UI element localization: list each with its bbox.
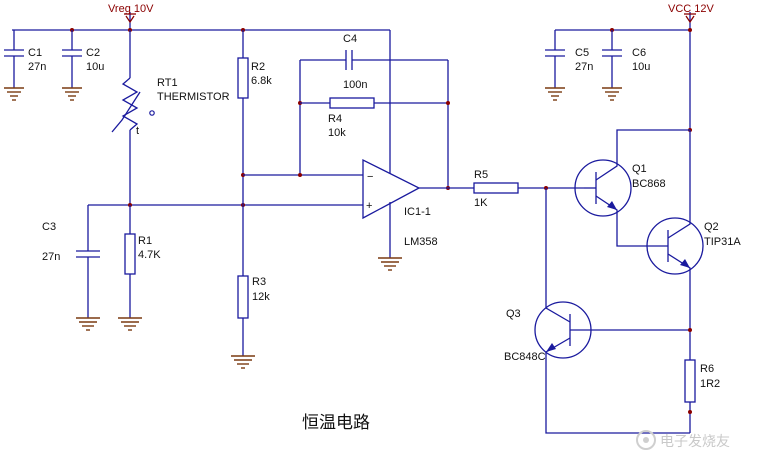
thermistor-rt1 [111, 30, 155, 205]
capacitor-c6 [602, 30, 622, 101]
r3-value: 12k [252, 291, 270, 303]
q2-value: TIP31A [704, 236, 741, 248]
vreg-label: Vreg 10V [108, 3, 154, 15]
q1-value: BC868 [632, 178, 666, 190]
transistor-q2 [646, 130, 704, 360]
watermark-logo [636, 430, 656, 450]
r3-ref: R3 [252, 276, 266, 288]
c3-value: 27n [42, 251, 60, 263]
transistor-q1 [574, 129, 690, 247]
transistor-q3 [534, 188, 692, 434]
opamp-minus-sign: − [367, 171, 373, 183]
ic1-ref: IC1-1 [404, 206, 431, 218]
rt1-value: THERMISTOR [157, 91, 230, 103]
watermark-text: 电子发烧友 [660, 434, 730, 450]
opamp-ic1 [362, 30, 448, 271]
r4-value: 10k [328, 127, 346, 139]
resistor-r3 [231, 275, 255, 369]
c1-value: 27n [28, 61, 46, 73]
q1-ref: Q1 [632, 163, 647, 175]
r6-ref: R6 [700, 363, 714, 375]
inverting-input-wire [243, 60, 363, 177]
diagram-caption: 恒温电路 [302, 413, 370, 433]
r1-value: 4.7K [138, 249, 161, 261]
vcc-label: VCC 12V [668, 3, 715, 15]
resistor-r2 [237, 30, 249, 276]
c2-value: 10u [86, 61, 104, 73]
r5-value: 1K [474, 197, 488, 209]
capacitor-c4 [300, 50, 448, 70]
c3-ref: C3 [42, 221, 56, 233]
c6-value: 10u [632, 61, 650, 73]
c1-ref: C1 [28, 47, 42, 59]
opamp-plus-sign: + [366, 200, 372, 212]
r2-ref: R2 [251, 61, 265, 73]
rt1-ref: RT1 [157, 77, 178, 89]
vreg-rail [12, 12, 390, 32]
q3-ref: Q3 [506, 308, 521, 320]
c5-ref: C5 [575, 47, 589, 59]
capacitor-c1 [4, 30, 24, 101]
ic1-value: LM358 [404, 236, 438, 248]
capacitor-c5 [545, 30, 565, 101]
r6-value: 1R2 [700, 378, 720, 390]
r4-ref: R4 [328, 113, 342, 125]
c4-ref: C4 [343, 33, 357, 45]
q3-value: BC848C [504, 351, 546, 363]
resistor-r6 [684, 359, 696, 433]
resistor-r1 [118, 205, 142, 331]
capacitor-c2 [62, 30, 82, 101]
r2-value: 6.8k [251, 75, 272, 87]
c5-value: 27n [575, 61, 593, 73]
resistor-r5 [448, 182, 584, 194]
capacitor-c3 [76, 205, 100, 331]
c6-ref: C6 [632, 47, 646, 59]
c2-ref: C2 [86, 47, 100, 59]
r5-ref: R5 [474, 169, 488, 181]
q2-ref: Q2 [704, 221, 719, 233]
sense-node-wire [88, 203, 363, 207]
rt1-pin-label: t [136, 125, 139, 137]
c4-value: 100n [343, 79, 367, 91]
resistor-r4 [300, 60, 450, 190]
r1-ref: R1 [138, 235, 152, 247]
